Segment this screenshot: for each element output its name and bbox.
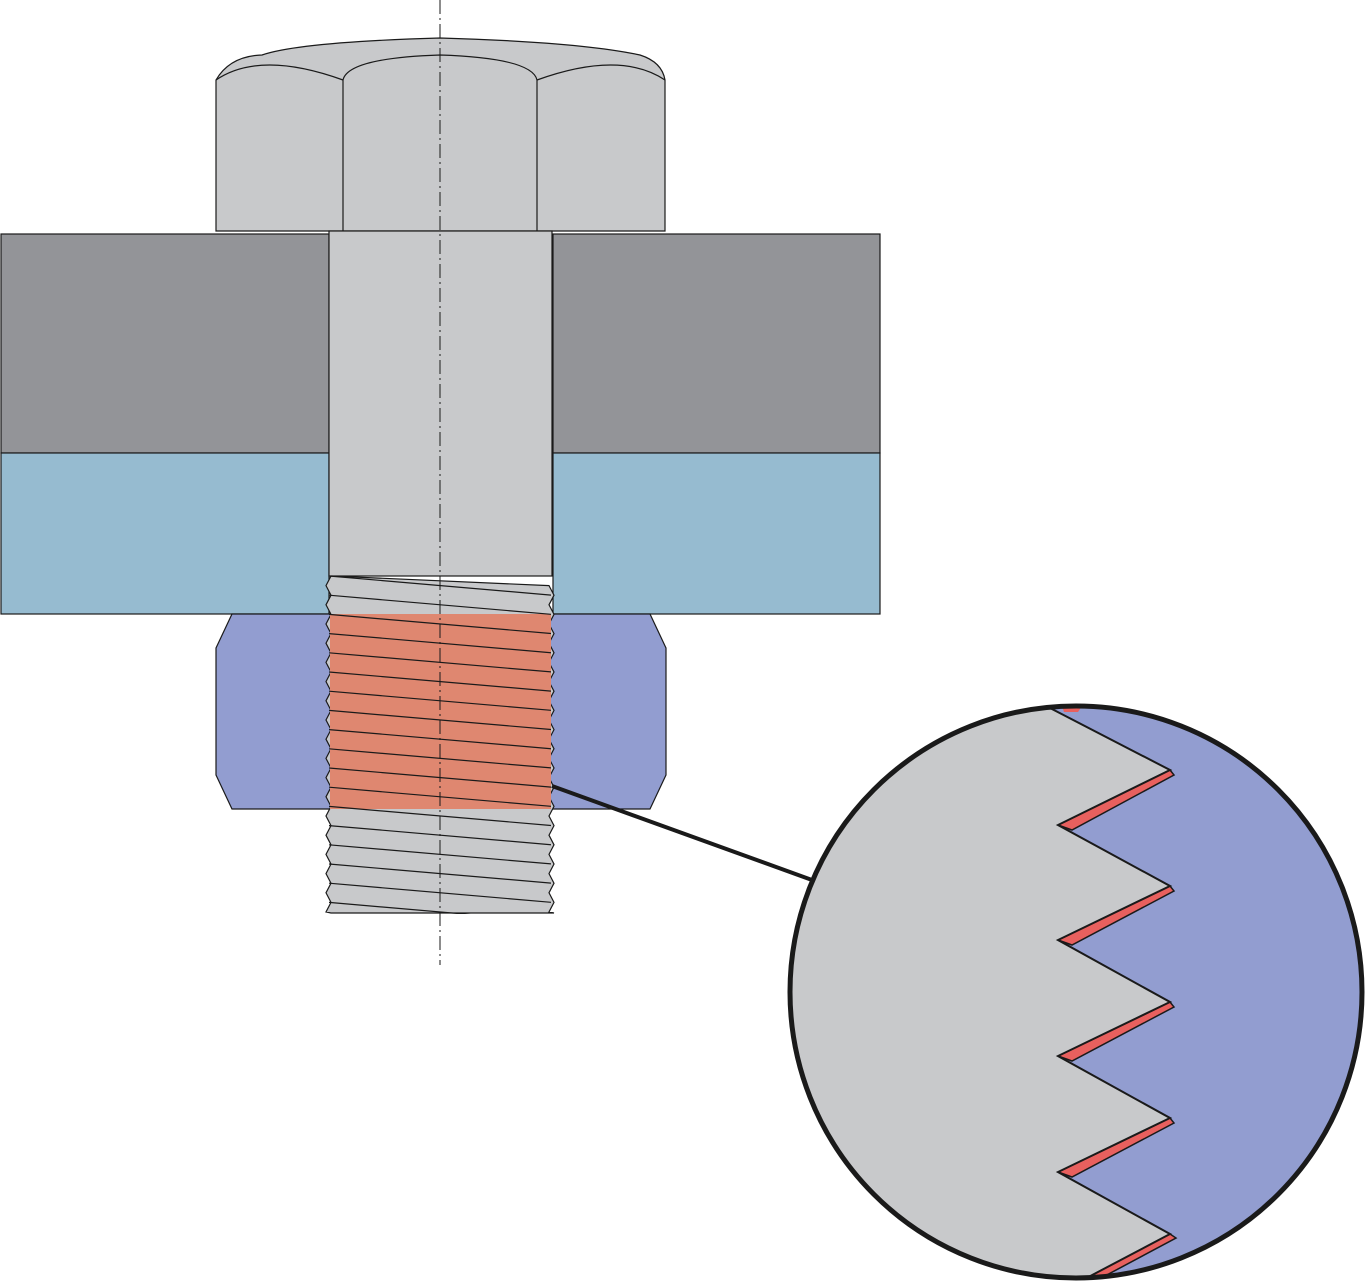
bottom-plate-right: [552, 452, 881, 615]
top-plate-right: [552, 233, 881, 454]
bottom-plate-left: [0, 452, 330, 615]
thread-line: [329, 748, 551, 769]
thread-detail-view: [790, 706, 1362, 1278]
thread-line: [329, 844, 551, 865]
detail-circle: [787, 703, 1365, 1281]
contact-flank: [1060, 706, 1086, 712]
detail-leader-line: [551, 784, 813, 882]
thread-line: [329, 652, 551, 673]
bolt-head: [215, 37, 666, 232]
top-plate-left: [0, 233, 330, 454]
